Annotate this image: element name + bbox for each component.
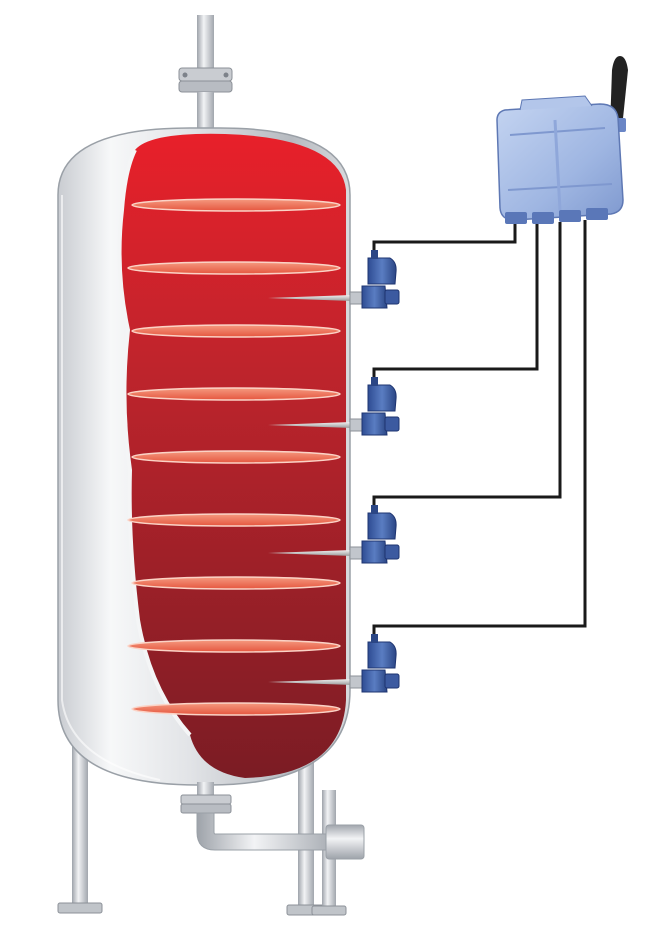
tray xyxy=(131,198,341,212)
tray xyxy=(127,261,341,275)
bottom-outlet-pipe xyxy=(180,782,365,860)
tray xyxy=(131,450,341,464)
tray-group xyxy=(127,198,341,716)
sensor-group xyxy=(268,250,400,693)
tray xyxy=(131,324,341,338)
temperature-sensor xyxy=(268,250,400,309)
tray xyxy=(131,576,341,590)
sensor-probe xyxy=(268,550,352,556)
tray xyxy=(127,387,341,401)
wireless-transmitter xyxy=(496,56,628,224)
signal-wire xyxy=(372,222,562,505)
tray xyxy=(127,639,341,653)
signal-wire xyxy=(372,220,587,634)
tray xyxy=(131,702,341,716)
sensor-probe xyxy=(268,679,352,685)
wire-group xyxy=(372,220,587,634)
tray xyxy=(127,513,341,527)
sensor-probe xyxy=(268,295,352,301)
temperature-sensor xyxy=(268,634,400,693)
signal-wire xyxy=(372,224,517,250)
temperature-sensor xyxy=(268,377,400,436)
top-inlet-pipe xyxy=(178,15,233,132)
temperature-sensor xyxy=(268,505,400,564)
signal-wire xyxy=(372,224,539,377)
sensor-probe xyxy=(268,422,352,428)
